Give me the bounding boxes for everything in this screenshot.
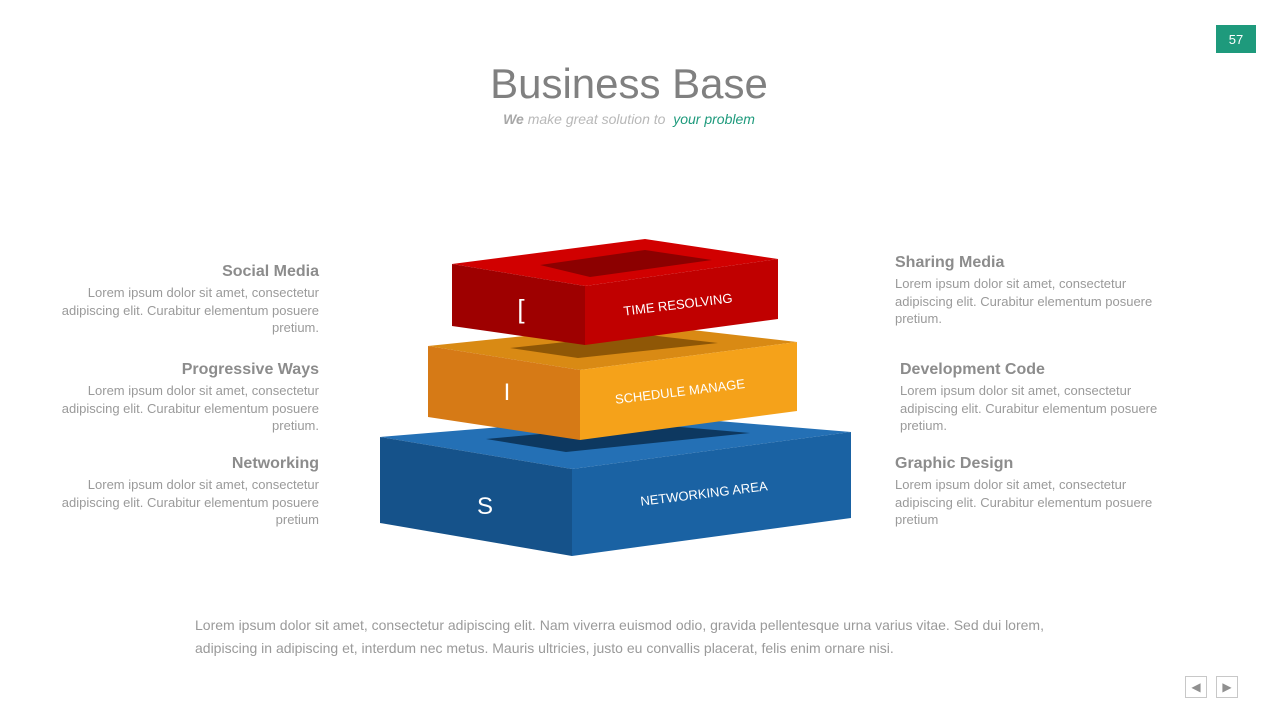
next-slide-button[interactable]: ▶ — [1216, 676, 1238, 698]
item-body: Lorem ipsum dolor sit amet, consectetur … — [61, 285, 319, 335]
item-heading: Social Media — [222, 263, 319, 280]
tier-top-opening — [540, 250, 712, 277]
item-body: Lorem ipsum dolor sit amet, consectetur … — [61, 477, 319, 527]
item-body: Lorem ipsum dolor sit amet, consectetur … — [895, 276, 1153, 326]
item-body: Lorem ipsum dolor sit amet, consectetur … — [895, 477, 1153, 527]
tier-middle-front-face — [580, 342, 797, 440]
tier-bottom-left-face — [380, 437, 572, 556]
item-body: Lorem ipsum dolor sit amet, consectetur … — [900, 383, 1158, 433]
tier-middle-letter: I — [504, 379, 511, 406]
tier-middle: I SCHEDULE MANAGE — [428, 324, 797, 440]
subtitle-bold: We — [503, 111, 524, 127]
page-title: Business Base — [490, 60, 768, 107]
item-heading: Progressive Ways — [181, 361, 319, 378]
item-body: Lorem ipsum dolor sit amet, consectetur … — [61, 383, 319, 433]
tier-top-front-face — [585, 259, 778, 345]
item-heading: Networking — [231, 455, 319, 472]
left-item-networking: Networking Lorem ipsum dolor sit amet, c… — [49, 454, 319, 529]
tier-bottom: S NETWORKING AREA — [380, 415, 851, 556]
item-heading: Sharing Media — [895, 254, 1005, 271]
tier-middle-opening — [510, 334, 718, 358]
subtitle-accent: your problem — [673, 111, 755, 127]
triangle-left-icon: ◀ — [1191, 680, 1201, 694]
page-subtitle: We make great solution to your problem — [0, 111, 1258, 127]
item-heading: Graphic Design — [895, 455, 1014, 472]
tier-top-left-face — [452, 264, 585, 345]
tier-bottom-letter: S — [477, 493, 493, 520]
tier-bottom-opening — [486, 424, 750, 452]
footer-paragraph: Lorem ipsum dolor sit amet, consectetur … — [195, 617, 1044, 656]
left-item-social-media: Social Media Lorem ipsum dolor sit amet,… — [49, 262, 319, 337]
right-item-development-code: Development Code Lorem ipsum dolor sit a… — [900, 360, 1170, 435]
tier-top-letter: [ — [517, 294, 525, 324]
triangle-right-icon: ▶ — [1222, 680, 1232, 694]
item-heading: Development Code — [900, 361, 1045, 378]
right-item-graphic-design: Graphic Design Lorem ipsum dolor sit ame… — [895, 454, 1165, 529]
right-item-sharing-media: Sharing Media Lorem ipsum dolor sit amet… — [895, 253, 1165, 328]
prev-slide-button[interactable]: ◀ — [1185, 676, 1207, 698]
left-item-progressive-ways: Progressive Ways Lorem ipsum dolor sit a… — [49, 360, 319, 435]
subtitle-middle: make great solution to — [527, 111, 666, 127]
tier-top: [ TIME RESOLVING — [452, 239, 778, 345]
tier-middle-left-face — [428, 346, 580, 440]
page-number-badge: 57 — [1216, 25, 1256, 53]
tier-bottom-front-face — [572, 432, 851, 556]
